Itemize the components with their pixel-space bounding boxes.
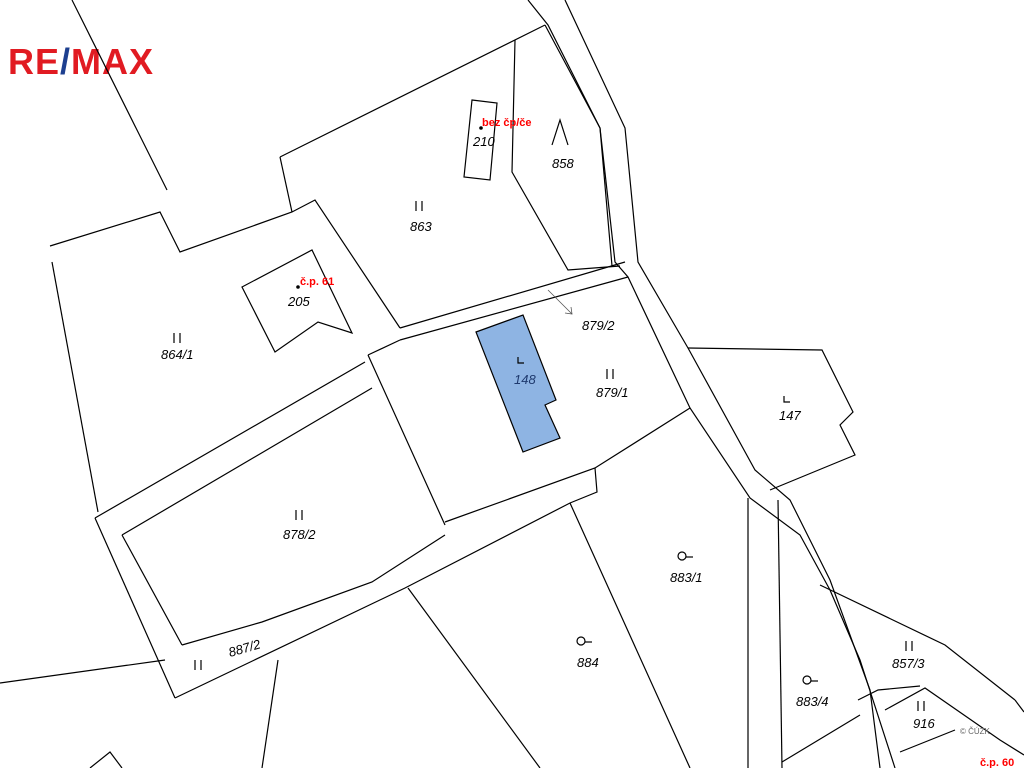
arable-icon: [194, 660, 202, 670]
pasture-icon: [551, 118, 569, 146]
built-icon: [783, 396, 790, 403]
parcel-label-878-2: 878/2: [283, 527, 316, 542]
building-205[interactable]: [241, 249, 354, 353]
parcel-label-864-1: 864/1: [161, 347, 194, 362]
logo-text-right: MAX: [71, 41, 154, 82]
parcel-label-883-4: 883/4: [796, 694, 829, 709]
parcel-label-884: 884: [577, 655, 599, 670]
logo-text-left: RE: [8, 41, 60, 82]
garden-icon: [802, 675, 818, 685]
garden-icon: [677, 551, 693, 561]
definition-point-205: [296, 285, 300, 289]
garden-icon: [576, 636, 592, 646]
building-148-highlighted[interactable]: [475, 314, 561, 453]
logo-slash: /: [60, 41, 71, 82]
parcel-label-887-2: 887/2: [227, 636, 263, 660]
parcel-label-210: 210: [472, 134, 495, 149]
building-210[interactable]: [463, 99, 498, 181]
parcel-label-883-1: 883/1: [670, 570, 703, 585]
house-number-bez: bez čp/če: [482, 117, 532, 129]
parcel-label-857-3: 857/3: [892, 656, 925, 671]
remax-logo: RE/MAX: [8, 41, 154, 82]
parcel-label-147: 147: [779, 408, 801, 423]
parcel-label-879-1: 879/1: [596, 385, 629, 400]
parcel-label-205: 205: [287, 294, 310, 309]
arable-icon: [173, 333, 181, 343]
copyright-text: © ČÚZK: [960, 727, 991, 736]
house-number-61: č.p. 61: [300, 276, 334, 288]
parcel-label-879-2: 879/2: [582, 318, 615, 333]
definition-point-210: [479, 126, 483, 130]
arable-icon: [415, 201, 423, 211]
parcel-label-148: 148: [514, 372, 536, 387]
built-icon: [517, 357, 524, 364]
parcel-label-858: 858: [552, 156, 574, 171]
parcel-label-916: 916: [913, 716, 935, 731]
arable-icon: [606, 369, 614, 379]
arrow-icon: [547, 289, 573, 315]
arable-icon: [295, 510, 303, 520]
arable-icon: [917, 701, 925, 711]
arable-icon: [905, 641, 913, 651]
house-number-60: č.p. 60: [980, 757, 1014, 768]
parcel-label-863: 863: [410, 219, 432, 234]
